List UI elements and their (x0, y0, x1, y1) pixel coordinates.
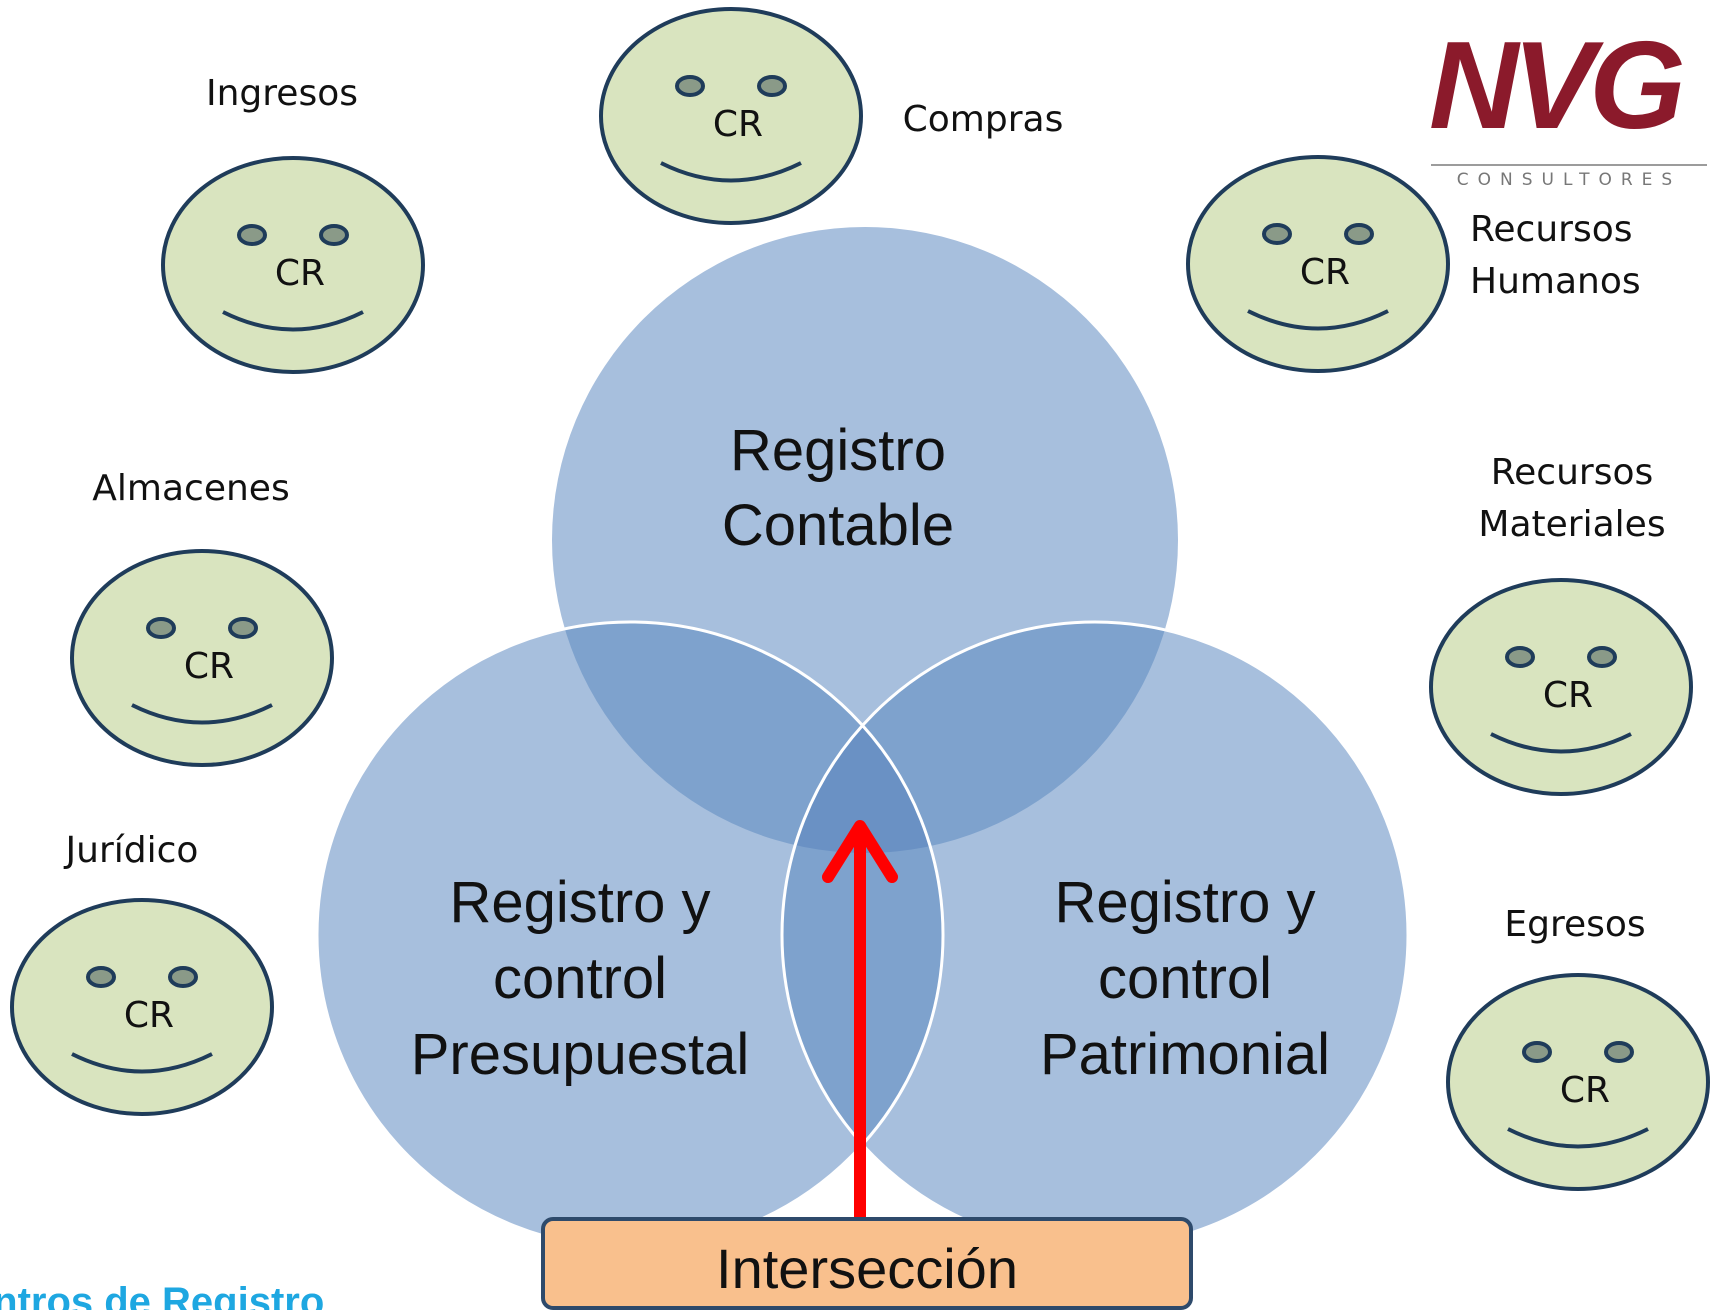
smiley-face-icon: CR (1186, 155, 1450, 373)
face-mouth (1507, 1127, 1649, 1149)
face-head (1446, 973, 1710, 1191)
face-eye (168, 966, 198, 988)
face-mouth (131, 703, 273, 725)
department-label-line: Recursos (1490, 452, 1654, 493)
department-label-line: Egresos (1504, 904, 1646, 945)
face-eye (237, 224, 267, 246)
intersection-box (541, 1217, 1193, 1310)
department-label-line: Materiales (1478, 504, 1666, 546)
label-compras: Compras (893, 94, 1073, 146)
face-eye (675, 75, 705, 97)
circle-label-line: Registro y (1054, 870, 1315, 935)
overlap-top-left (552, 622, 943, 853)
circle-label-line: Registro (730, 418, 946, 483)
face-cr-text: CR (275, 253, 325, 294)
label-almacenes: Almacenes (84, 463, 298, 515)
face-eye (1262, 223, 1292, 245)
face-head (599, 7, 863, 225)
footer-title-text: Centros de Registro (0, 1280, 325, 1310)
department-label-line: Ingresos (206, 73, 358, 114)
circle-label-line: control (1098, 946, 1272, 1011)
logo-mark: NVG (1429, 17, 1686, 155)
face-mouth (71, 1052, 213, 1074)
circle-label-line: Patrimonial (1040, 1022, 1330, 1087)
overlap-top-right (782, 622, 1178, 853)
label-egresos: Egresos (1500, 899, 1650, 951)
department-label-line: Humanos (1470, 261, 1641, 303)
circle-label-line: control (493, 946, 667, 1011)
face-cr-text: CR (713, 104, 763, 145)
circle-label-line: Contable (722, 493, 954, 558)
label-ingresos: Ingresos (200, 68, 364, 120)
face-eye (1522, 1041, 1552, 1063)
face-eye (86, 966, 116, 988)
smiley-face-icon: CR (70, 549, 334, 767)
intersection-label: Intersección (716, 1237, 1018, 1300)
department-label-line: Compras (902, 99, 1064, 140)
face-eye (319, 224, 349, 246)
face-cr-text: CR (1560, 1070, 1610, 1111)
face-head (70, 549, 334, 767)
face-eye (1587, 646, 1617, 668)
department-label-line: Recursos (1470, 209, 1633, 250)
intersection-arrow (822, 820, 898, 1236)
face-head (1186, 155, 1450, 373)
label-juridico: Jurídico (54, 825, 210, 877)
face-head (161, 156, 425, 374)
smiley-face-icon: CR (599, 7, 863, 225)
face-eye (228, 617, 258, 639)
smiley-face-icon: CR (1429, 578, 1693, 796)
face-head (10, 898, 274, 1116)
face-cr-text: CR (1543, 675, 1593, 716)
face-eye (1505, 646, 1535, 668)
face-eye (146, 617, 176, 639)
face-eye (1604, 1041, 1634, 1063)
nvg-logo: NVG CONSULTORES (1425, 24, 1715, 198)
face-cr-text: CR (1300, 252, 1350, 293)
face-mouth (1490, 732, 1632, 754)
circle-label-line: Presupuestal (411, 1022, 750, 1087)
smiley-face-icon: CR (161, 156, 425, 374)
face-eye (1344, 223, 1374, 245)
face-cr-text: CR (184, 646, 234, 687)
face-mouth (222, 310, 364, 332)
smiley-face-icon: CR (1446, 973, 1710, 1191)
face-mouth (660, 161, 802, 183)
face-head (1429, 578, 1693, 796)
department-label-line: Almacenes (92, 468, 290, 509)
face-cr-text: CR (124, 995, 174, 1036)
face-eye (757, 75, 787, 97)
department-label-line: Jurídico (65, 830, 199, 871)
face-mouth (1247, 309, 1389, 331)
logo-subtitle: CONSULTORES (1431, 164, 1707, 190)
footer-title: Centros de Registro (0, 1272, 430, 1310)
circle-label-line: Registro y (449, 870, 710, 935)
smiley-face-icon: CR (10, 898, 274, 1116)
